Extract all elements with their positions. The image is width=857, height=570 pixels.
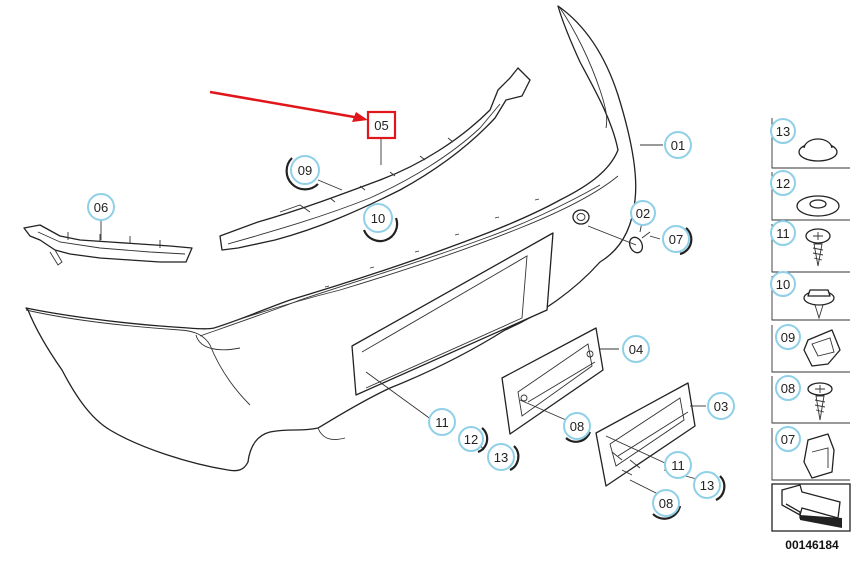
hex-bolt-icon [803,289,835,320]
side-bracket [23,224,193,266]
callout-08b: 08 [652,489,682,520]
callout-13a-label: 13 [494,450,508,465]
callout-12-label: 12 [464,432,478,447]
callout-03: 03 [707,392,735,420]
legend-09-label: 09 [781,330,795,345]
callout-03-label: 03 [714,399,728,414]
callout-05-label: 05 [374,118,388,133]
license-bracket-upper [501,327,604,435]
cap-icon [798,138,838,162]
center-guide-rail [219,67,531,251]
callout-08a-label: 08 [570,419,584,434]
callout-04: 04 [622,335,650,363]
callout-02: 02 [630,200,656,226]
legend-13-label: 13 [776,124,790,139]
callout-11a: 11 [428,408,456,436]
license-bracket-lower [595,382,696,487]
callout-02-label: 02 [636,206,650,221]
callout-09: 09 [285,155,320,191]
legend-row-09: 09 [771,324,850,373]
callout-08b-label: 08 [659,496,673,511]
bumper-cover [25,5,637,472]
callout-04-label: 04 [629,342,643,357]
fastener-legend: 13 12 11 [770,118,851,532]
callout-08a: 08 [563,412,592,443]
legend-row-11: 11 [770,220,850,273]
callout-10-label: 10 [371,211,385,226]
clip-nut-icon [803,329,841,367]
screw-icon [805,228,831,267]
callout-01: 01 [664,131,692,159]
callout-13b: 13 [693,471,726,501]
legend-11-label: 11 [776,226,790,241]
clip-icon [803,433,835,479]
callout-11a-label: 11 [435,415,449,430]
orientation-arrow-box [771,483,851,532]
legend-row-07: 07 [771,426,850,481]
callout-13a: 13 [487,443,520,471]
legend-12-label: 12 [776,176,790,191]
callout-13b-label: 13 [700,478,714,493]
washer-icon [796,195,840,217]
callout-09-label: 09 [298,163,312,178]
sensor-cover [628,231,651,254]
callout-11b: 11 [664,451,692,479]
callout-10: 10 [362,203,399,243]
highlight-arrow [209,90,368,122]
legend-row-13: 13 [770,118,850,169]
callout-01-label: 01 [671,138,685,153]
legend-row-08: 08 [771,375,850,424]
callout-11b-label: 11 [671,458,685,473]
legend-row-10: 10 [770,271,850,321]
callout-06: 06 [87,193,115,221]
legend-08-label: 08 [781,381,795,396]
callout-12: 12 [458,426,489,454]
callout-06-label: 06 [94,200,108,215]
callout-07: 07 [662,225,693,256]
highlight-box [366,110,397,140]
legend-10-label: 10 [776,277,790,292]
callout-07-label: 07 [669,232,683,247]
diagram-number: 00146184 [785,538,839,552]
legend-07-label: 07 [781,432,795,447]
screw-icon [807,382,833,421]
legend-row-12: 12 [770,170,850,221]
